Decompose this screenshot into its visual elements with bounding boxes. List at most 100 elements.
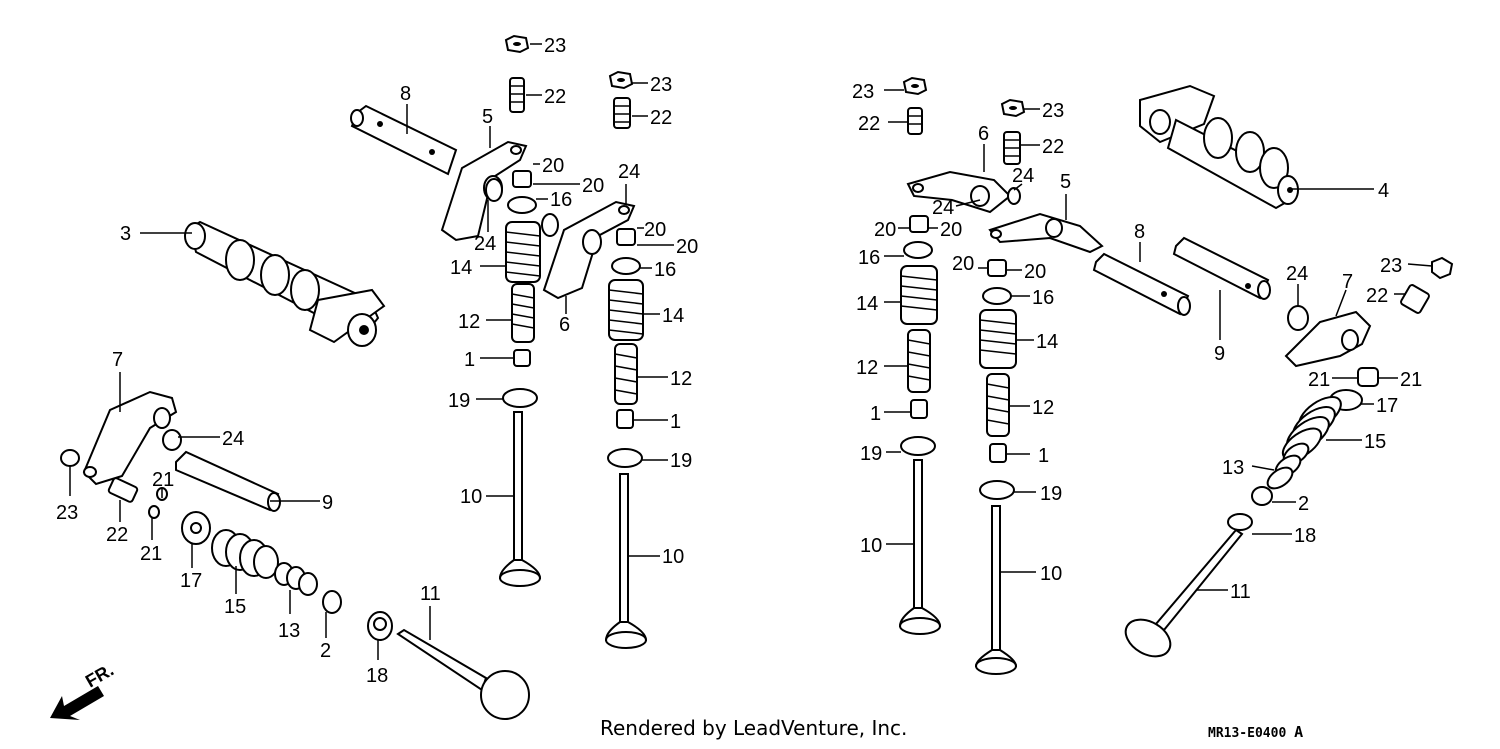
callout-8: 8 [1134,221,1145,243]
bushing-left-1 [485,178,503,202]
rocker-shaft-left-top [350,104,458,176]
callout-20: 20 [940,219,962,241]
inner-spring-right-1 [907,329,931,393]
callout-5: 5 [482,106,493,128]
callout-1: 1 [870,403,881,425]
callout-23: 23 [650,74,672,96]
callout-14: 14 [450,257,472,279]
adjuster-nut-right-2 [1000,98,1026,118]
diagram-code-number: MR13-E0400 [1208,726,1287,741]
adjuster-screw-lower-left [107,477,139,503]
adjuster-nut-left-1 [504,34,530,54]
callout-labels: 23 22 23 22 8 5 20 20 24 16 20 20 16 14 … [56,35,1422,687]
spring-seat-lower-left [367,611,393,641]
callout-19: 19 [860,443,882,465]
callout-12: 12 [1032,397,1054,419]
adjuster-nut-right-1 [902,76,928,96]
callout-7: 7 [1342,271,1353,293]
callout-16: 16 [654,259,676,281]
callout-22: 22 [106,524,128,546]
adjuster-nut-right-3 [1431,256,1454,280]
front-marker-label: FR. [82,660,117,691]
pin-lower-left-2 [148,505,160,519]
callout-17: 17 [1376,395,1398,417]
outer-spring-right-2 [979,309,1017,369]
callout-14: 14 [662,305,684,327]
pin-right-2 [987,259,1007,277]
adjuster-screw-right-3 [1400,284,1430,314]
callout-24: 24 [1286,263,1308,285]
callout-10: 10 [662,546,684,568]
adjuster-screw-left-1 [509,77,525,113]
callout-5: 5 [1060,171,1071,193]
callout-13: 13 [1222,457,1244,479]
callout-22: 22 [1042,136,1064,158]
rocker-shaft-right-8 [1092,252,1191,316]
callout-21: 21 [1308,369,1330,391]
adjuster-screw-right-1 [907,107,923,135]
retainer-right-1 [903,241,933,259]
camshaft-left [184,220,386,347]
bushing-left-2 [541,213,559,237]
valve-left-2 [604,473,648,649]
callout-12: 12 [856,357,878,379]
valve-right-11 [1124,528,1244,658]
callout-16: 16 [1032,287,1054,309]
rocker-shaft-right-9 [1172,236,1271,300]
adjuster-nut-lower-left [60,449,80,467]
rocker-arm-lower-left [82,390,178,486]
callout-21: 21 [152,469,174,491]
callout-24: 24 [932,197,954,219]
callout-15: 15 [1364,431,1386,453]
callout-15: 15 [224,596,246,618]
callout-11: 11 [420,583,441,605]
callout-1: 1 [670,411,681,433]
callout-16: 16 [550,189,572,211]
bushing-lower-left [162,429,182,451]
callout-18: 18 [366,665,388,687]
callout-20: 20 [582,175,604,197]
stem-seal-right-2b [1251,486,1273,506]
pin-left-2 [616,228,636,246]
callout-2: 2 [320,640,331,662]
adjuster-screw-left-2 [613,97,631,129]
valve-left-1 [498,411,542,587]
stem-seal-lower-left [322,590,342,614]
callout-22: 22 [544,86,566,108]
callout-18: 18 [1294,525,1316,547]
valve-right-2 [974,505,1018,675]
callout-23: 23 [544,35,566,57]
callout-20: 20 [676,236,698,258]
callout-20: 20 [874,219,896,241]
callout-23: 23 [1042,100,1064,122]
leader-lines [69,43,1433,660]
callout-24: 24 [1012,165,1034,187]
callout-24: 24 [618,161,640,183]
callout-1: 1 [1038,445,1049,467]
callout-22: 22 [858,113,880,135]
pin-left-1 [512,170,532,188]
bushing-right-2 [1287,305,1309,331]
callout-6: 6 [559,314,570,336]
callout-20: 20 [542,155,564,177]
callout-19: 19 [670,450,692,472]
stem-seal-right-2 [989,443,1007,463]
callout-2: 2 [1298,493,1309,515]
callout-10: 10 [1040,563,1062,585]
callout-6: 6 [978,123,989,145]
outer-spring-left-2 [608,279,644,341]
credit-text: Rendered by LeadVenture, Inc. [600,716,908,740]
callout-1: 1 [464,349,475,371]
stem-seal-right-1 [910,399,928,419]
stem-seal-left-1 [513,349,531,367]
rocker-arm-right-7 [1284,310,1372,368]
outer-spring-lower-left [211,529,279,579]
retainer-right-2 [982,287,1012,305]
rocker-arm-right-6 [906,170,1012,214]
callout-22: 22 [650,107,672,129]
spring-seat-right-18 [1227,513,1253,531]
rocker-shaft-lower-left [175,450,281,512]
callout-14: 14 [1036,331,1058,353]
retainer-left-1 [507,196,537,214]
